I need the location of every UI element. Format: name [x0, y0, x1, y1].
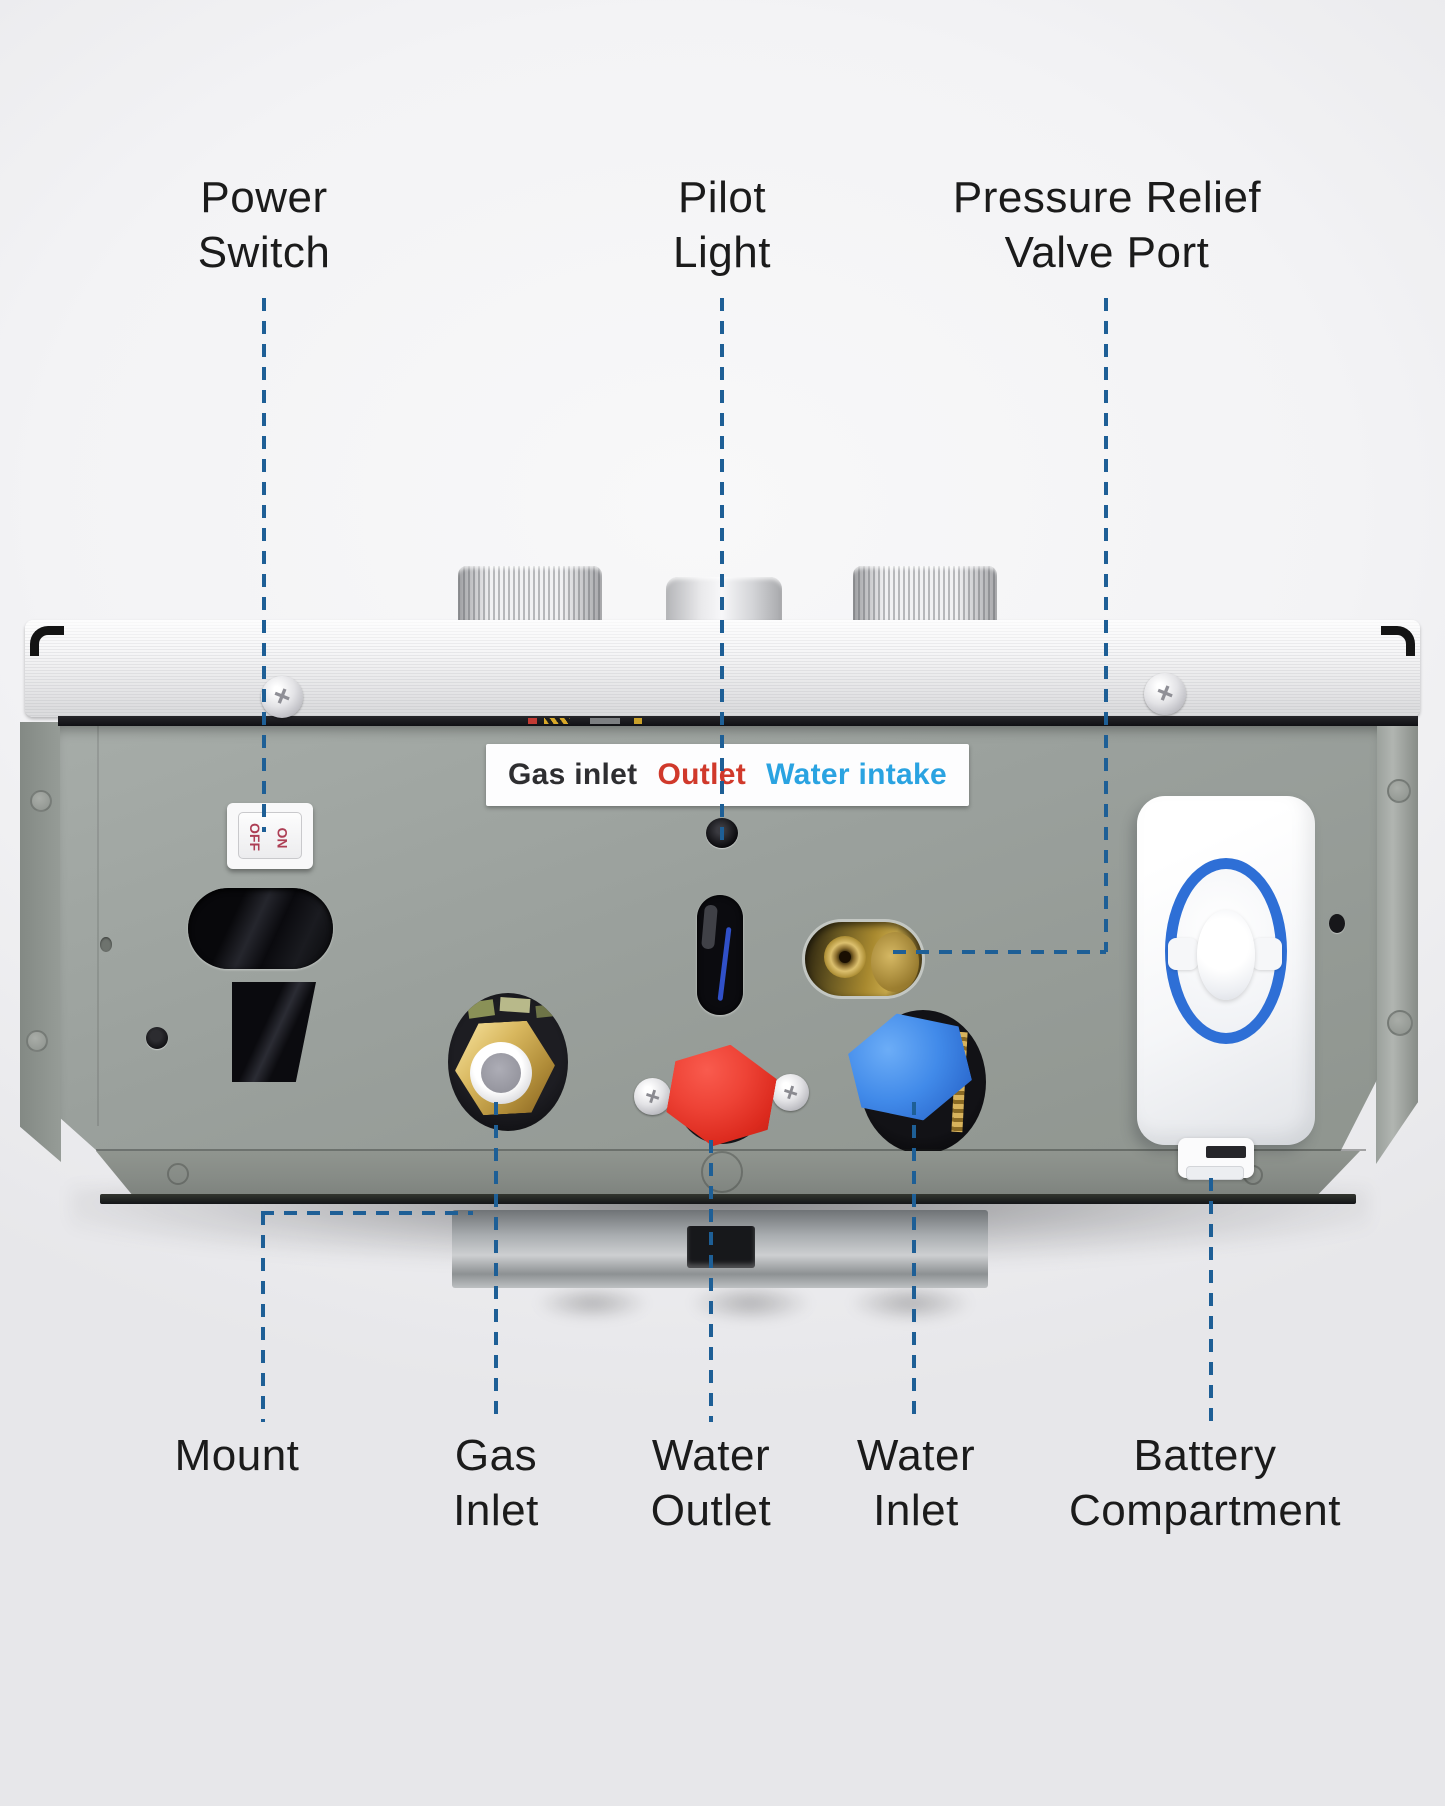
- screw-cross: +: [778, 1075, 803, 1109]
- bracket-slot: [687, 1226, 755, 1268]
- leader-pressure-relief-vertical: [1104, 298, 1108, 952]
- battery-knob-tab: [1252, 938, 1282, 970]
- latch-slot: [1206, 1146, 1246, 1158]
- heater-bottom-edge: [100, 1194, 1356, 1204]
- label-line: Inlet: [873, 1486, 959, 1535]
- port-id-sticker: Gas inlet Outlet Water intake: [486, 744, 969, 806]
- battery-knob-tab: [1168, 938, 1198, 970]
- leader-mount-horizontal: [261, 1211, 473, 1215]
- leader-gas-inlet: [494, 1102, 498, 1422]
- leader-pilot-light: [720, 298, 724, 840]
- phillips-screw-icon: +: [261, 676, 303, 718]
- brass-boss: [871, 932, 919, 992]
- label-line: Valve Port: [1004, 228, 1210, 277]
- label-line: Inlet: [453, 1486, 539, 1535]
- leader-water-inlet: [912, 1102, 916, 1422]
- leader-pressure-relief-horizontal: [893, 950, 1106, 954]
- phillips-screw-icon: +: [1144, 673, 1186, 715]
- small-hole: [146, 1027, 168, 1049]
- leader-mount-vertical: [261, 1212, 265, 1422]
- label-line: Switch: [197, 228, 331, 277]
- battery-door-knob: [1197, 910, 1255, 1000]
- screw-cross: +: [267, 677, 297, 716]
- flange-knockout: [701, 1151, 743, 1193]
- switch-on-text: ON: [274, 827, 291, 849]
- screw-cross: +: [640, 1079, 665, 1113]
- panel-fold-line: [97, 726, 99, 1126]
- label-line: Mount: [174, 1431, 300, 1480]
- phillips-screw-icon: +: [772, 1074, 809, 1111]
- flange-knockout: [167, 1163, 189, 1185]
- floor-shadow: [848, 1284, 973, 1322]
- label-line: Water: [856, 1431, 976, 1480]
- blue-wire: [717, 926, 732, 1002]
- sticker-outlet-text: Outlet: [657, 758, 746, 791]
- panel-dimple: [26, 1030, 48, 1052]
- internal-component: [467, 999, 495, 1019]
- phillips-screw-icon: +: [634, 1078, 671, 1115]
- valve-center: [839, 951, 851, 963]
- leader-power-switch: [262, 298, 266, 832]
- wire-glimpse-striped: [544, 718, 570, 724]
- label-pressure-relief-valve-port: Pressure Relief Valve Port: [917, 170, 1297, 280]
- label-battery-compartment: Battery Compartment: [1000, 1428, 1410, 1538]
- wire-glimpse-red: [528, 718, 537, 724]
- panel-seam: [96, 1149, 1366, 1151]
- label-water-inlet: Water Inlet: [766, 1428, 1066, 1538]
- metal-clip: [590, 718, 620, 724]
- corner-bracket-left: [30, 626, 64, 656]
- latch-step: [1186, 1166, 1244, 1180]
- control-knob-left: [458, 566, 602, 628]
- window-reflection: [701, 904, 718, 950]
- internal-component: [535, 1003, 557, 1019]
- label-power-switch: Power Switch: [104, 170, 424, 280]
- label-water-outlet: Water Outlet: [561, 1428, 861, 1538]
- gas-inlet-cap: [481, 1053, 521, 1093]
- label-line: Power: [200, 173, 328, 222]
- internal-component: [499, 996, 531, 1014]
- rivet-dot: [100, 937, 112, 952]
- label-line: Gas: [454, 1431, 538, 1480]
- control-cutout-oval: [188, 888, 333, 969]
- floor-shadow: [535, 1286, 650, 1320]
- power-switch-rocker[interactable]: OFF ON: [238, 812, 302, 859]
- floor-shadow: [688, 1284, 813, 1322]
- label-mount: Mount: [87, 1428, 387, 1483]
- label-line: Pilot: [677, 173, 767, 222]
- switch-off-text: OFF: [247, 823, 263, 851]
- pilot-viewing-window: [697, 895, 743, 1015]
- screw-cross: +: [1150, 674, 1180, 713]
- label-line: Battery: [1133, 1431, 1277, 1480]
- label-gas-inlet: Gas Inlet: [346, 1428, 646, 1538]
- label-line: Outlet: [650, 1486, 772, 1535]
- heater-left-side: [20, 722, 61, 1162]
- leader-battery-compartment: [1209, 1178, 1213, 1422]
- panel-dimple: [30, 790, 52, 812]
- corner-bracket-right: [1381, 626, 1415, 656]
- leader-water-outlet: [709, 1140, 713, 1422]
- label-line: Water: [651, 1431, 771, 1480]
- control-knob-middle: [666, 577, 782, 628]
- wire-glimpse-yellow: [634, 718, 642, 724]
- panel-dimple: [1387, 779, 1411, 803]
- label-line: Pressure Relief: [952, 173, 1262, 222]
- sticker-water-intake-text: Water intake: [766, 758, 947, 791]
- small-hole: [1329, 914, 1345, 933]
- label-line: Compartment: [1068, 1486, 1342, 1535]
- label-pilot-light: Pilot Light: [562, 170, 882, 280]
- control-knob-right: [853, 566, 997, 628]
- panel-gap: [58, 716, 1418, 726]
- panel-dimple: [1387, 1010, 1413, 1036]
- label-line: Light: [673, 228, 771, 277]
- sticker-gas-inlet-text: Gas inlet: [508, 758, 638, 791]
